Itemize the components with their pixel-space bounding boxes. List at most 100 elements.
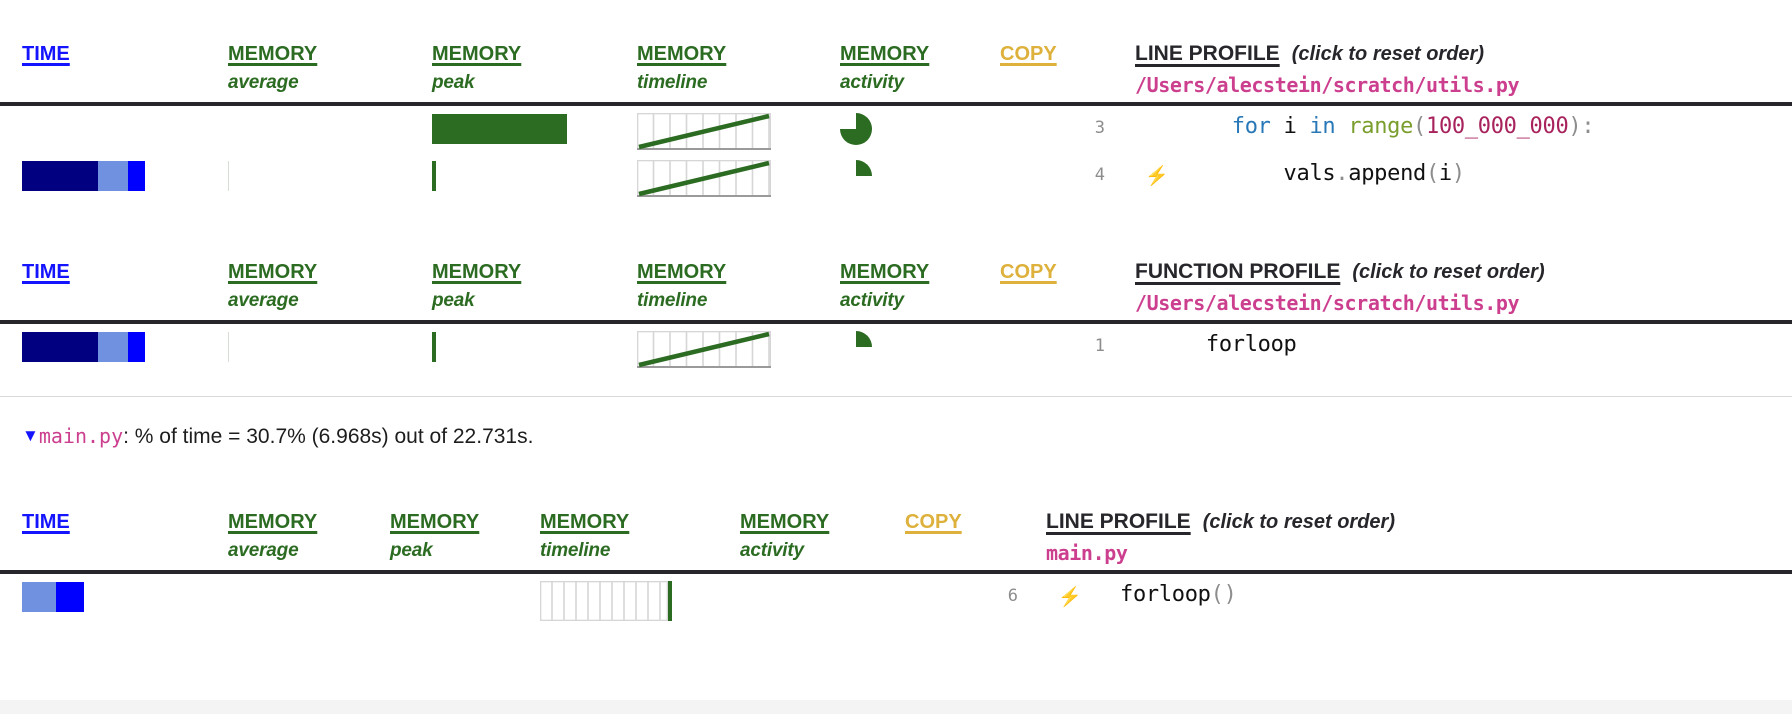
column-header-memory-activity[interactable]: MEMORY activity xyxy=(740,512,829,560)
column-header-memory-peak-sublabel: peak xyxy=(432,72,475,93)
time-bar-segment xyxy=(128,161,145,191)
column-header-memory-activity[interactable]: MEMORY activity xyxy=(840,262,929,310)
row-wrapper: 3 for i in range(100_000_000): xyxy=(0,106,1792,153)
time-bar-segment xyxy=(22,582,56,612)
row-wrapper: 1 forloop xyxy=(0,324,1792,371)
memory-activity-pie xyxy=(840,113,872,145)
line-number: 3 xyxy=(1094,118,1105,138)
profile-title[interactable]: LINE PROFILE xyxy=(1046,510,1191,533)
time-bar xyxy=(22,582,84,612)
memory-timeline-sparkline xyxy=(636,330,772,368)
column-header-copy[interactable]: COPY xyxy=(1000,262,1057,282)
lightning-bolt-icon: ⚡ xyxy=(1145,166,1169,187)
column-header-copy-label: COPY xyxy=(905,511,962,533)
column-header-memory-timeline-sublabel: timeline xyxy=(637,290,708,311)
column-header-memory-timeline-label: MEMORY xyxy=(637,43,727,65)
time-bar-segment xyxy=(98,161,128,191)
summary-filename[interactable]: main.py xyxy=(38,424,124,448)
memory-activity-pie xyxy=(840,331,872,363)
collapse-triangle-icon[interactable]: ▼ xyxy=(22,426,39,445)
column-header-memory-activity[interactable]: MEMORY activity xyxy=(840,44,929,92)
profile-title-hint: (click to reset order) xyxy=(1291,43,1484,65)
table-row[interactable]: 1 forloop xyxy=(0,324,1792,371)
row-wrapper: 6 ⚡ forloop() xyxy=(0,574,1792,622)
column-header-memory-timeline-sublabel: timeline xyxy=(540,540,611,561)
profile-title-block[interactable]: LINE PROFILE (click to reset order) /Users… xyxy=(1135,42,1520,97)
table-row[interactable]: 6 ⚡ forloop() xyxy=(0,574,1792,622)
profile-file-path[interactable]: /Users/alecstein/scratch/utils.py xyxy=(1135,291,1520,315)
column-header-memory-average-label: MEMORY xyxy=(228,43,318,65)
file-summary-line[interactable]: ▼main.py: % of time = 30.7% (6.968s) out… xyxy=(22,424,533,449)
profile-title-block[interactable]: LINE PROFILE (click to reset order) main.p… xyxy=(1046,510,1395,565)
column-header-time-label: TIME xyxy=(22,261,70,283)
column-header-memory-timeline[interactable]: MEMORY timeline xyxy=(637,262,726,310)
profile-title[interactable]: FUNCTION PROFILE xyxy=(1135,260,1341,283)
profile-title-hint: (click to reset order) xyxy=(1202,511,1395,533)
column-header-copy[interactable]: COPY xyxy=(905,512,962,532)
memory-timeline-sparkline xyxy=(539,580,674,622)
column-header-time[interactable]: TIME xyxy=(22,512,70,532)
memory-peak-bar xyxy=(432,332,436,362)
column-header-memory-average-label: MEMORY xyxy=(228,261,318,283)
column-header-time-label: TIME xyxy=(22,511,70,533)
source-code-line: for i in range(100_000_000): xyxy=(1231,114,1595,139)
header-rule xyxy=(0,570,1792,574)
line-number: 1 xyxy=(1094,336,1105,356)
column-header-copy[interactable]: COPY xyxy=(1000,44,1057,64)
table-row[interactable]: 4⚡ vals.append(i) xyxy=(0,153,1792,200)
memory-average-bar xyxy=(228,332,229,362)
column-header-memory-timeline[interactable]: MEMORY timeline xyxy=(637,44,726,92)
column-header-memory-average-label: MEMORY xyxy=(228,511,318,533)
summary-text: : % of time = 30.7% (6.968s) out of 22.7… xyxy=(123,425,534,448)
memory-timeline-sparkline xyxy=(636,112,772,150)
column-header-memory-peak-sublabel: peak xyxy=(390,540,433,561)
profile-file-path[interactable]: main.py xyxy=(1046,541,1128,565)
source-code-line: vals.append(i) xyxy=(1180,161,1466,186)
line-number: 6 xyxy=(1007,586,1018,606)
memory-activity-pie xyxy=(840,160,872,192)
column-header-memory-activity-label: MEMORY xyxy=(840,261,930,283)
profile-title-hint: (click to reset order) xyxy=(1352,261,1545,283)
profile-title[interactable]: LINE PROFILE xyxy=(1135,42,1280,65)
column-header-memory-activity-sublabel: activity xyxy=(840,290,904,311)
column-header-memory-average-sublabel: average xyxy=(228,540,299,561)
column-header-memory-activity-sublabel: activity xyxy=(740,540,804,561)
source-code-line: forloop() xyxy=(1120,582,1237,607)
time-bar-segment xyxy=(98,332,128,362)
column-header-memory-average[interactable]: MEMORY average xyxy=(228,512,317,560)
column-header-memory-activity-label: MEMORY xyxy=(840,43,930,65)
column-header-copy-label: COPY xyxy=(1000,43,1057,65)
memory-peak-bar xyxy=(432,161,436,191)
column-header-memory-timeline-sublabel: timeline xyxy=(637,72,708,93)
column-header-memory-peak-sublabel: peak xyxy=(432,290,475,311)
profile-title-block[interactable]: FUNCTION PROFILE (click to reset order) /U… xyxy=(1135,260,1545,315)
memory-peak-bar xyxy=(432,114,567,144)
row-wrapper: 4⚡ vals.append(i) xyxy=(0,153,1792,200)
column-header-memory-activity-sublabel: activity xyxy=(840,72,904,93)
column-header-memory-timeline-label: MEMORY xyxy=(637,261,727,283)
column-header-time[interactable]: TIME xyxy=(22,262,70,282)
table-row[interactable]: 3 for i in range(100_000_000): xyxy=(0,106,1792,153)
column-header-memory-activity-label: MEMORY xyxy=(740,511,830,533)
column-header-copy-label: COPY xyxy=(1000,261,1057,283)
column-header-memory-timeline-label: MEMORY xyxy=(540,511,630,533)
profile-file-path[interactable]: /Users/alecstein/scratch/utils.py xyxy=(1135,73,1520,97)
column-header-memory-timeline[interactable]: MEMORY timeline xyxy=(540,512,629,560)
source-code-line: forloop xyxy=(1180,332,1297,357)
column-header-time[interactable]: TIME xyxy=(22,44,70,64)
memory-average-bar xyxy=(228,161,229,191)
time-bar-segment xyxy=(22,161,98,191)
lightning-bolt-icon: ⚡ xyxy=(1058,587,1082,608)
